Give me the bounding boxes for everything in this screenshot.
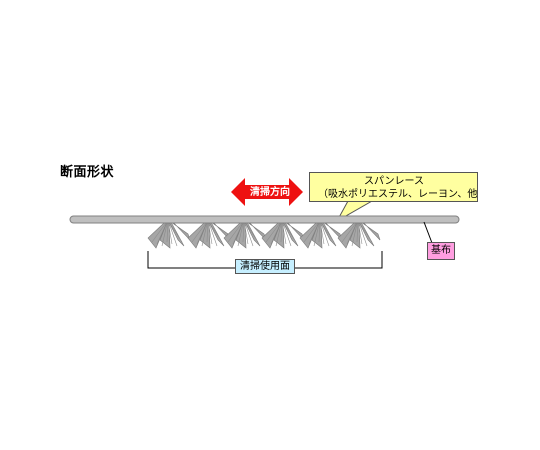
section-title: 断面形状 — [60, 165, 115, 180]
fiber-tufts — [147, 221, 381, 249]
fiber-tuft — [337, 221, 381, 249]
callout-line-2: （吸水ポリエステル、レーヨン、他 — [318, 189, 478, 200]
fiber-tuft — [299, 221, 343, 249]
callout-line-1: スパンレース — [364, 176, 424, 187]
cleaning-direction-arrow — [231, 178, 303, 206]
fiber-tuft — [261, 221, 305, 249]
base-fabric-leader — [423, 221, 433, 244]
base-fabric-bar — [69, 215, 460, 224]
cleaning-surface-label: 清掃使用面 — [235, 259, 295, 274]
fiber-tuft — [223, 221, 267, 249]
material-callout: スパンレース （吸水ポリエステル、レーヨン、他 — [309, 172, 478, 202]
base-fabric-label: 基布 — [427, 242, 455, 260]
fiber-tuft — [147, 221, 191, 249]
fiber-tuft — [187, 221, 231, 249]
cleaning-direction-label: 清掃方向 — [250, 187, 290, 198]
